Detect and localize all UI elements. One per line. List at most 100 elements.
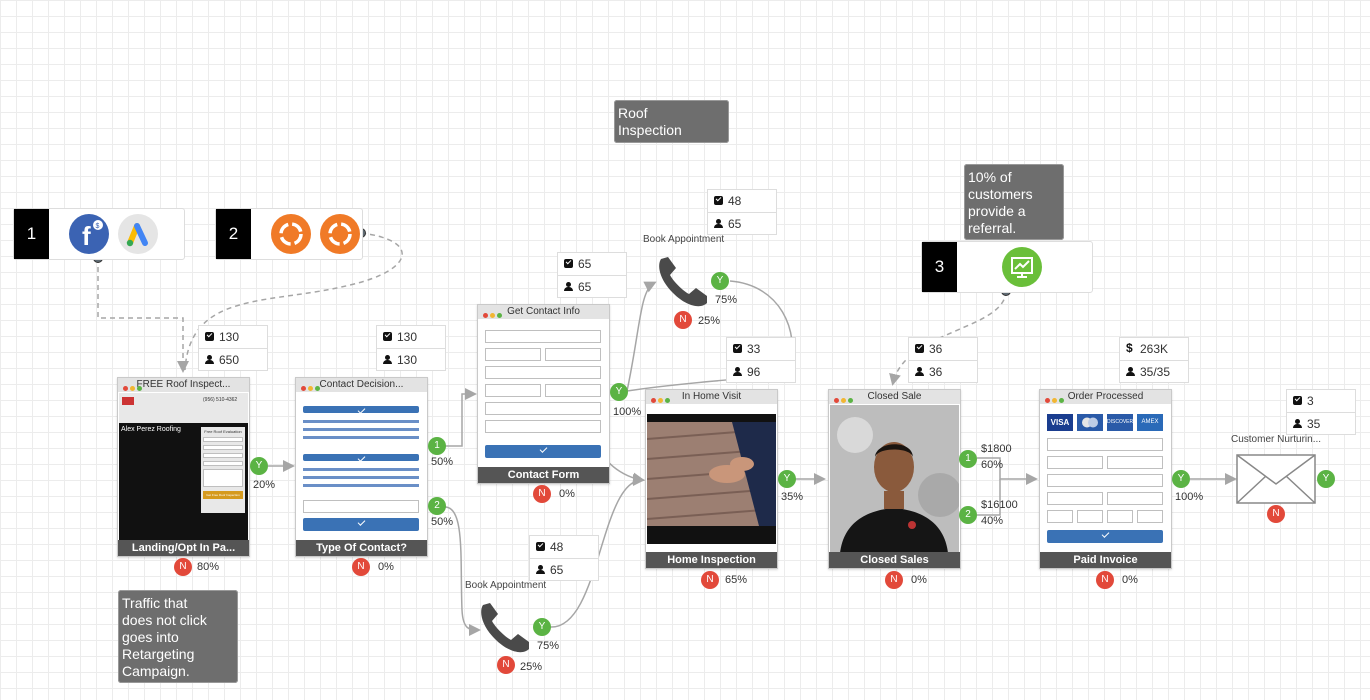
node-contact-decision[interactable]: Contact Decision... Type Of Contact? bbox=[295, 377, 428, 557]
mastercard-icon: MC bbox=[1077, 414, 1103, 431]
svg-text:f: f bbox=[82, 221, 91, 251]
node-order-processed[interactable]: Order Processed VISA MC DISCOVER AMEX Pa… bbox=[1039, 389, 1172, 569]
checkbox-icon bbox=[733, 344, 742, 353]
node-title: FREE Roof Inspect... bbox=[136, 379, 231, 390]
node-title: In Home Visit bbox=[681, 391, 742, 402]
branch-1-badge[interactable]: 1 bbox=[959, 450, 977, 468]
yes-percent: 20% bbox=[253, 479, 276, 491]
node-home-visit[interactable]: In Home Visit Home Inspection bbox=[645, 389, 778, 569]
checkbox-icon bbox=[536, 542, 545, 551]
phone-icon[interactable] bbox=[655, 253, 711, 309]
node-label: Paid Invoice bbox=[1040, 552, 1171, 568]
analytics-icon bbox=[1002, 247, 1042, 287]
no-percent: 0% bbox=[559, 488, 575, 500]
retargeting-icon bbox=[271, 214, 311, 254]
user-icon bbox=[714, 219, 723, 228]
company-logo bbox=[122, 397, 134, 405]
no-percent: 25% bbox=[520, 661, 543, 673]
yes-badge[interactable]: Y bbox=[1172, 470, 1190, 488]
payment-cards: VISA MC DISCOVER AMEX bbox=[1047, 414, 1167, 432]
user-icon bbox=[205, 355, 214, 364]
no-badge[interactable]: N bbox=[674, 311, 692, 329]
node-contact-form[interactable]: Get Contact Info Contact Form bbox=[477, 304, 610, 484]
node-closed-sale[interactable]: Closed Sale Closed Sales bbox=[828, 389, 962, 569]
stats-home-visit: 33 96 bbox=[726, 337, 796, 383]
source-number: 2 bbox=[216, 209, 251, 259]
preview-form-title: Free Roof Evaluation bbox=[204, 429, 242, 434]
no-badge[interactable]: N bbox=[701, 571, 719, 589]
branch-1-percent: 50% bbox=[431, 456, 454, 468]
checkbox-icon bbox=[383, 332, 392, 341]
visa-card-icon: VISA bbox=[1047, 414, 1073, 431]
node-title: Order Processed bbox=[1067, 391, 1144, 402]
user-icon bbox=[915, 367, 924, 376]
no-percent: 0% bbox=[1122, 574, 1138, 586]
traffic-source-3[interactable]: 3 bbox=[921, 241, 1093, 293]
branch-2-badge[interactable]: 2 bbox=[959, 506, 977, 524]
stats-contact-form: 65 65 bbox=[557, 252, 627, 298]
yes-badge[interactable]: Y bbox=[778, 470, 796, 488]
call-bottom-title: Book Appointment bbox=[465, 580, 547, 591]
preview-company: Alex Perez Roofing bbox=[121, 426, 181, 433]
yes-percent: 100% bbox=[613, 406, 642, 418]
stats-landing: 130 650 bbox=[198, 325, 268, 371]
no-badge[interactable]: N bbox=[1096, 571, 1114, 589]
yes-percent: 75% bbox=[715, 294, 738, 306]
note-retargeting[interactable]: Traffic that does not click goes into Re… bbox=[118, 590, 238, 683]
preview-phone: (956) 510-4362 bbox=[203, 397, 238, 403]
no-badge[interactable]: N bbox=[352, 558, 370, 576]
user-icon bbox=[564, 282, 573, 291]
checkbox-icon bbox=[714, 196, 723, 205]
no-badge[interactable]: N bbox=[533, 485, 551, 503]
stats-closed-sale: 36 36 bbox=[908, 337, 978, 383]
node-label: Type Of Contact? bbox=[296, 540, 427, 556]
user-icon bbox=[1293, 419, 1302, 428]
user-icon bbox=[1126, 367, 1135, 376]
no-badge[interactable]: N bbox=[885, 571, 903, 589]
node-title: Get Contact Info bbox=[507, 306, 580, 317]
no-percent: 0% bbox=[911, 574, 927, 586]
roof-photo bbox=[646, 414, 777, 544]
yes-percent: 35% bbox=[781, 491, 804, 503]
note-roof-inspection[interactable]: Roof Inspection bbox=[614, 100, 729, 143]
yes-badge[interactable]: Y bbox=[1317, 470, 1335, 488]
branch-1-badge[interactable]: 1 bbox=[428, 437, 446, 455]
no-badge[interactable]: N bbox=[174, 558, 192, 576]
nurture-title: Customer Nurturin... bbox=[1231, 434, 1322, 445]
no-badge[interactable]: N bbox=[1267, 505, 1285, 523]
checkbox-icon bbox=[915, 344, 924, 353]
traffic-source-1[interactable]: 1 f $ bbox=[13, 208, 185, 260]
node-label: Home Inspection bbox=[646, 552, 777, 568]
no-badge[interactable]: N bbox=[497, 656, 515, 674]
email-icon[interactable] bbox=[1236, 454, 1316, 504]
branch-2-percent: 50% bbox=[431, 516, 454, 528]
discover-card-icon: DISCOVER bbox=[1107, 414, 1133, 431]
no-percent: 65% bbox=[725, 574, 748, 586]
branch-2-badge[interactable]: 2 bbox=[428, 497, 446, 515]
stats-call-bottom: 48 65 bbox=[529, 535, 599, 581]
svg-text:$: $ bbox=[96, 223, 100, 230]
submit-button bbox=[485, 445, 601, 458]
amex-card-icon: AMEX bbox=[1137, 414, 1163, 431]
yes-badge[interactable]: Y bbox=[610, 383, 628, 401]
branch-1-percent: 60% bbox=[981, 459, 1004, 471]
branch-2-value: $16100 bbox=[981, 499, 1018, 511]
note-referral[interactable]: 10% of customers provide a referral. bbox=[964, 164, 1064, 240]
yes-badge[interactable]: Y bbox=[711, 272, 729, 290]
source-number: 1 bbox=[14, 209, 49, 259]
user-icon bbox=[383, 355, 392, 364]
phone-icon[interactable] bbox=[477, 599, 533, 655]
source-number: 3 bbox=[922, 242, 957, 292]
node-label: Landing/Opt In Pa... bbox=[118, 540, 249, 556]
submit-button bbox=[1047, 530, 1163, 543]
no-percent: 25% bbox=[698, 315, 721, 327]
node-title: Contact Decision... bbox=[319, 379, 404, 390]
traffic-source-2[interactable]: 2 bbox=[215, 208, 363, 260]
checkbox-icon bbox=[205, 332, 214, 341]
stats-call-top: 48 65 bbox=[707, 189, 777, 235]
node-landing-page[interactable]: FREE Roof Inspect... (956) 510-4362 Alex… bbox=[117, 377, 250, 557]
yes-badge[interactable]: Y bbox=[533, 618, 551, 636]
stats-nurture: 3 35 bbox=[1286, 389, 1356, 435]
yes-badge[interactable]: Y bbox=[250, 457, 268, 475]
yes-percent: 100% bbox=[1175, 491, 1204, 503]
